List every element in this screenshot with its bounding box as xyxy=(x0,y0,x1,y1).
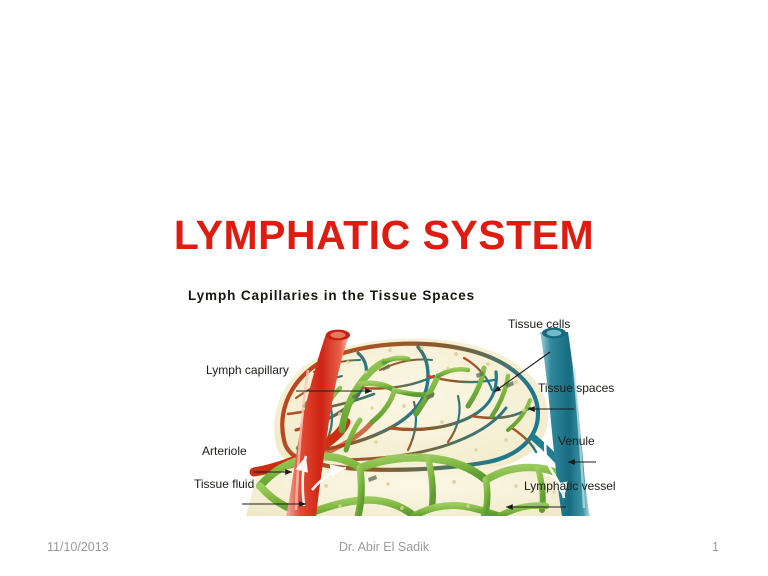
figure-heading: Lymph Capillaries in the Tissue Spaces xyxy=(188,288,476,303)
footer-page-number: 1 xyxy=(712,540,719,554)
lymph-capillary-figure: Lymph Capillaries in the Tissue Spaces xyxy=(176,288,636,516)
label-tissue-cells: Tissue cells xyxy=(508,317,571,331)
leader-tissue-cells xyxy=(493,351,551,393)
label-leader-lines xyxy=(242,351,596,510)
footer-author: Dr. Abir El Sadik xyxy=(338,540,430,554)
slide-footer: 11/10/2013 Dr. Abir El Sadik 1 xyxy=(0,532,768,576)
footer-date: 11/10/2013 xyxy=(47,540,109,554)
label-venule: Venule xyxy=(558,434,595,448)
label-lymph-capillary: Lymph capillary xyxy=(206,363,289,377)
label-tissue-fluid: Tissue fluid xyxy=(194,477,255,491)
venule-vessel xyxy=(540,327,590,516)
label-lymphatic-vessel: Lymphatic vessel xyxy=(524,479,616,493)
label-tissue-spaces: Tissue spaces xyxy=(538,381,615,395)
page-title: LYMPHATIC SYSTEM xyxy=(173,212,595,258)
label-arteriole: Arteriole xyxy=(202,444,247,458)
lymph-capillary-illustration xyxy=(176,310,636,516)
